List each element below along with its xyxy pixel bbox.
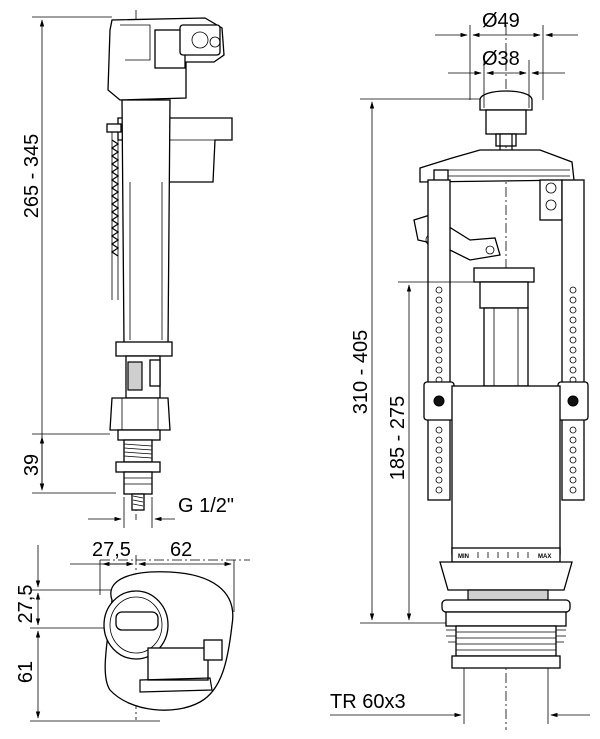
rail-hole: [569, 486, 577, 494]
rail-hole: [435, 426, 443, 434]
right-rail: [561, 179, 585, 501]
top-offset-label: 27,5: [92, 539, 131, 561]
scale-min-label: MIN: [458, 554, 469, 560]
rail-hole: [569, 306, 577, 314]
dim-fill-height: 265 - 345: [21, 16, 116, 494]
rail-hole: [435, 286, 443, 294]
rail-hole: [435, 306, 443, 314]
button-diameter-label: Ø49: [482, 10, 520, 32]
dim-top-vertical: 27,5 61: [15, 545, 160, 722]
side-depth-label: 61: [15, 661, 37, 683]
button-inner-diameter-label: Ø38: [482, 48, 520, 70]
fill-valve-top-view: [100, 555, 250, 720]
rail-hole: [435, 346, 443, 354]
dim-float-height: 185 - 275: [387, 281, 478, 621]
dim-thread-size: G 1/2": [88, 495, 234, 528]
scale-max-label: MAX: [538, 554, 551, 560]
lock-nut: [109, 397, 171, 431]
float-head: [479, 281, 529, 309]
rail-hole: [435, 296, 443, 304]
thread-size-label: G 1/2": [178, 495, 234, 517]
thread-height-label: 39: [21, 454, 43, 476]
left-rail: [427, 179, 451, 501]
rail-hole: [435, 446, 443, 454]
rail-hole: [435, 366, 443, 374]
rail-hole: [569, 316, 577, 324]
rail-hole: [435, 476, 443, 484]
rail-hole: [569, 346, 577, 354]
flush-valve-drawing: MIN MAX: [413, 25, 589, 730]
rail-hole: [435, 486, 443, 494]
outlet-thread: [455, 625, 557, 657]
rail-hole: [569, 356, 577, 364]
valve-tube: [121, 99, 171, 346]
dim-top-horizontal: 27,5 62: [70, 539, 235, 612]
fill-valve-height-label: 265 - 345: [21, 134, 43, 219]
rail-hole: [435, 356, 443, 364]
rail-hole: [569, 336, 577, 344]
rail-hole: [435, 466, 443, 474]
rail-hole: [569, 296, 577, 304]
rail-hole: [435, 336, 443, 344]
valve-collar: [115, 341, 173, 357]
dim-outlet-thread: TR 60x3: [330, 668, 590, 724]
seal-housing: [439, 561, 573, 591]
rail-hole: [435, 436, 443, 444]
rail-hole: [569, 456, 577, 464]
top-width-label: 62: [170, 539, 192, 561]
float-height-label: 185 - 275: [387, 396, 409, 481]
outlet-thread-label: TR 60x3: [330, 691, 406, 713]
push-button: [479, 90, 533, 111]
rail-hole: [569, 446, 577, 454]
fill-valve-drawing: [106, 10, 233, 520]
flush-height-label: 310 - 405: [350, 330, 372, 415]
rail-hole: [569, 366, 577, 374]
rail-hole: [435, 326, 443, 334]
dim-flush-height: 310 - 405: [350, 98, 480, 624]
rail-hole: [569, 466, 577, 474]
rail-hole: [569, 436, 577, 444]
rail-hole: [569, 326, 577, 334]
flush-body: [451, 385, 561, 555]
rail-hole: [435, 316, 443, 324]
rail-hole: [569, 286, 577, 294]
rail-hole: [569, 476, 577, 484]
dim-button-diameters: Ø49 Ø38: [435, 10, 578, 108]
rail-hole: [569, 426, 577, 434]
dim-thread-height: 39: [21, 433, 110, 491]
base-washer: [115, 461, 161, 473]
rail-hole: [435, 456, 443, 464]
side-offset-label: 27,5: [15, 585, 37, 624]
